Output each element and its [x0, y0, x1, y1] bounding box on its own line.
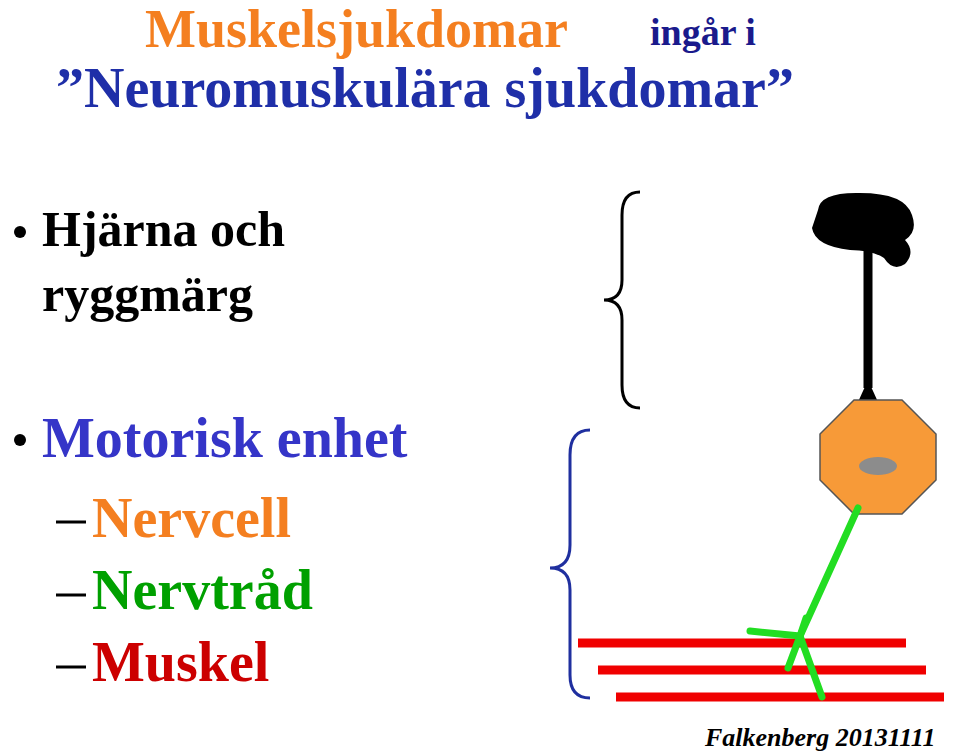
dash	[56, 521, 86, 524]
bullet	[14, 434, 26, 446]
brace	[604, 192, 640, 408]
dash	[56, 666, 86, 669]
title-suffix: ingår i	[650, 12, 756, 54]
bullet-text: Motorisk enhet	[42, 408, 408, 470]
sub-bullet-text: Nervcell	[92, 488, 291, 550]
nucleus	[859, 457, 897, 475]
dash	[56, 594, 86, 597]
muscle-fibre	[616, 693, 944, 702]
brace	[550, 430, 590, 698]
sub-bullet-text: Muskel	[92, 632, 269, 694]
motor-neuron-body	[820, 400, 936, 514]
upper-axon	[864, 248, 873, 388]
title: Muskelsjukdomar	[145, 0, 568, 59]
muscle-fibre	[578, 639, 906, 648]
muscle-fibre	[598, 666, 926, 675]
upper-neuron-body	[812, 193, 914, 267]
synapse	[858, 380, 878, 402]
bullet	[14, 226, 26, 238]
sub-bullet-text: Nervtråd	[92, 560, 313, 622]
bullet-text: Hjärna och ryggmärg	[42, 197, 342, 327]
nerve-fibre	[750, 508, 858, 697]
subtitle: ”Neuromuskulära sjukdomar”	[56, 58, 794, 120]
footer-note: Falkenberg 20131111	[705, 724, 935, 753]
